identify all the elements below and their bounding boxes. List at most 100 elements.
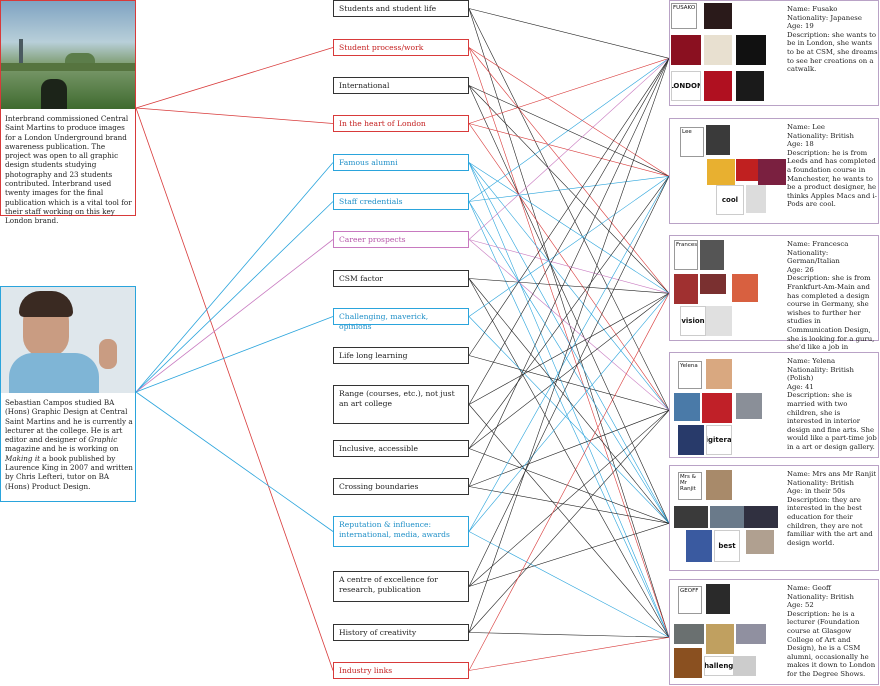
connection-line [468,239,670,294]
attribute-node: In the heart of London [333,115,469,132]
connection-line [468,278,670,294]
moodboard-thumb [706,624,734,654]
moodboard-thumb [706,470,732,500]
connection-line [135,107,334,124]
connection-line [468,162,670,524]
attribute-node: Inclusive, accessible [333,440,469,457]
moodboard-thumb: LONDON [671,71,701,101]
connection-line [468,8,670,59]
connection-line [468,58,670,202]
moodboard-thumb [702,393,732,423]
connection-line [468,410,670,587]
connection-line [135,239,334,393]
interbrand-panel: Interbrand commissioned Central Saint Ma… [0,0,136,225]
moodboard-thumb [736,35,766,65]
connection-line [468,8,670,411]
persona-description: Description: she wants to be in London, … [787,30,878,74]
moodboard-thumb [706,359,732,389]
attribute-node: Range (courses, etc.), not just an art c… [333,385,469,424]
moodboard-thumb: digiterati [706,425,732,455]
moodboard-thumb: Lee [680,127,704,157]
connection-line [468,531,670,638]
moodboard-thumb [700,240,724,270]
moodboard-thumb: cool [716,185,744,215]
attribute-node: Reputation & influence: international, m… [333,516,469,547]
connection-line [468,293,670,405]
connection-line [468,201,670,638]
connection-line [468,162,670,638]
moodboard-thumb: best [714,530,740,562]
persona-name: Name: Mrs ans Mr Ranjit [787,470,877,478]
connection-line [468,58,670,633]
attribute-node: Famous alumni [333,154,469,171]
moodboard-thumb [671,35,701,65]
moodboard-thumb: Yelena [678,361,702,389]
moodboard-thumb [710,506,744,528]
connection-line [468,58,670,356]
moodboard-thumb [706,584,730,614]
connection-line [468,201,670,524]
persona-age: Age: 18 [787,140,814,149]
moodboard-thumb [736,624,766,644]
moodboard-thumb [674,506,708,528]
moodboard-thumb [678,425,704,455]
persona-name: Name: Francesca [787,240,849,248]
persona-nationality: Nationality: British (Polish) [787,365,854,383]
connection-line [468,176,670,587]
attribute-node: Students and student life [333,0,469,17]
persona-description: Description: he is from Leeds and has co… [787,148,877,209]
connection-line [468,176,670,532]
connection-line [468,293,670,449]
connection-line [135,107,334,671]
sebastian-description: Sebastian Campos studied BA (Hons) Graph… [5,398,133,491]
persona-nationality: Nationality: British [787,131,854,140]
connection-line [468,410,670,487]
connection-line [468,58,670,240]
connection-line [468,8,670,638]
persona-age: Age: 41 [787,382,814,391]
moodboard-thumb [674,393,700,421]
connection-line [135,47,334,109]
persona-moodboard: FUSAKOLONDON [670,1,786,107]
moodboard-thumb: GEOFF [678,586,702,614]
attribute-node: History of creativity [333,624,469,641]
persona-name: Name: Fusako [787,5,838,13]
moodboard-thumb [736,159,758,181]
persona-moodboard: GEOFFchallenge [670,580,786,686]
moodboard-thumb [744,506,778,528]
persona-card: FrancescavisionName: FrancescaNationalit… [669,235,879,360]
connection-line [468,85,670,524]
connection-line [135,316,334,393]
moodboard-thumb [704,3,732,29]
attribute-node: Crossing boundaries [333,478,469,495]
persona-nationality: Nationality: British [787,478,854,487]
persona-nationality: Nationality: German/Italian [787,248,840,266]
persona-age: Age: 19 [787,22,814,31]
attribute-node: A centre of excellence for research, pub… [333,571,469,602]
connection-line [468,523,670,587]
moodboard-thumb [686,530,712,562]
connection-line [468,448,670,524]
persona-nationality: Nationality: Japanese [787,13,862,22]
persona-name: Name: Geoff [787,584,831,592]
connection-line [468,176,670,449]
connection-line [468,58,670,487]
attribute-node: Challenging, maverick, opinions [333,308,469,331]
moodboard-thumb [704,71,732,101]
connection-line [468,637,670,671]
attribute-node: Student process/work [333,39,469,56]
attribute-node: Career prospects [333,231,469,248]
connection-line [468,162,670,411]
persona-age: Age: 26 [787,265,814,274]
moodboard-thumb [707,159,735,185]
moodboard-thumb [674,274,698,304]
connection-line [468,162,670,294]
